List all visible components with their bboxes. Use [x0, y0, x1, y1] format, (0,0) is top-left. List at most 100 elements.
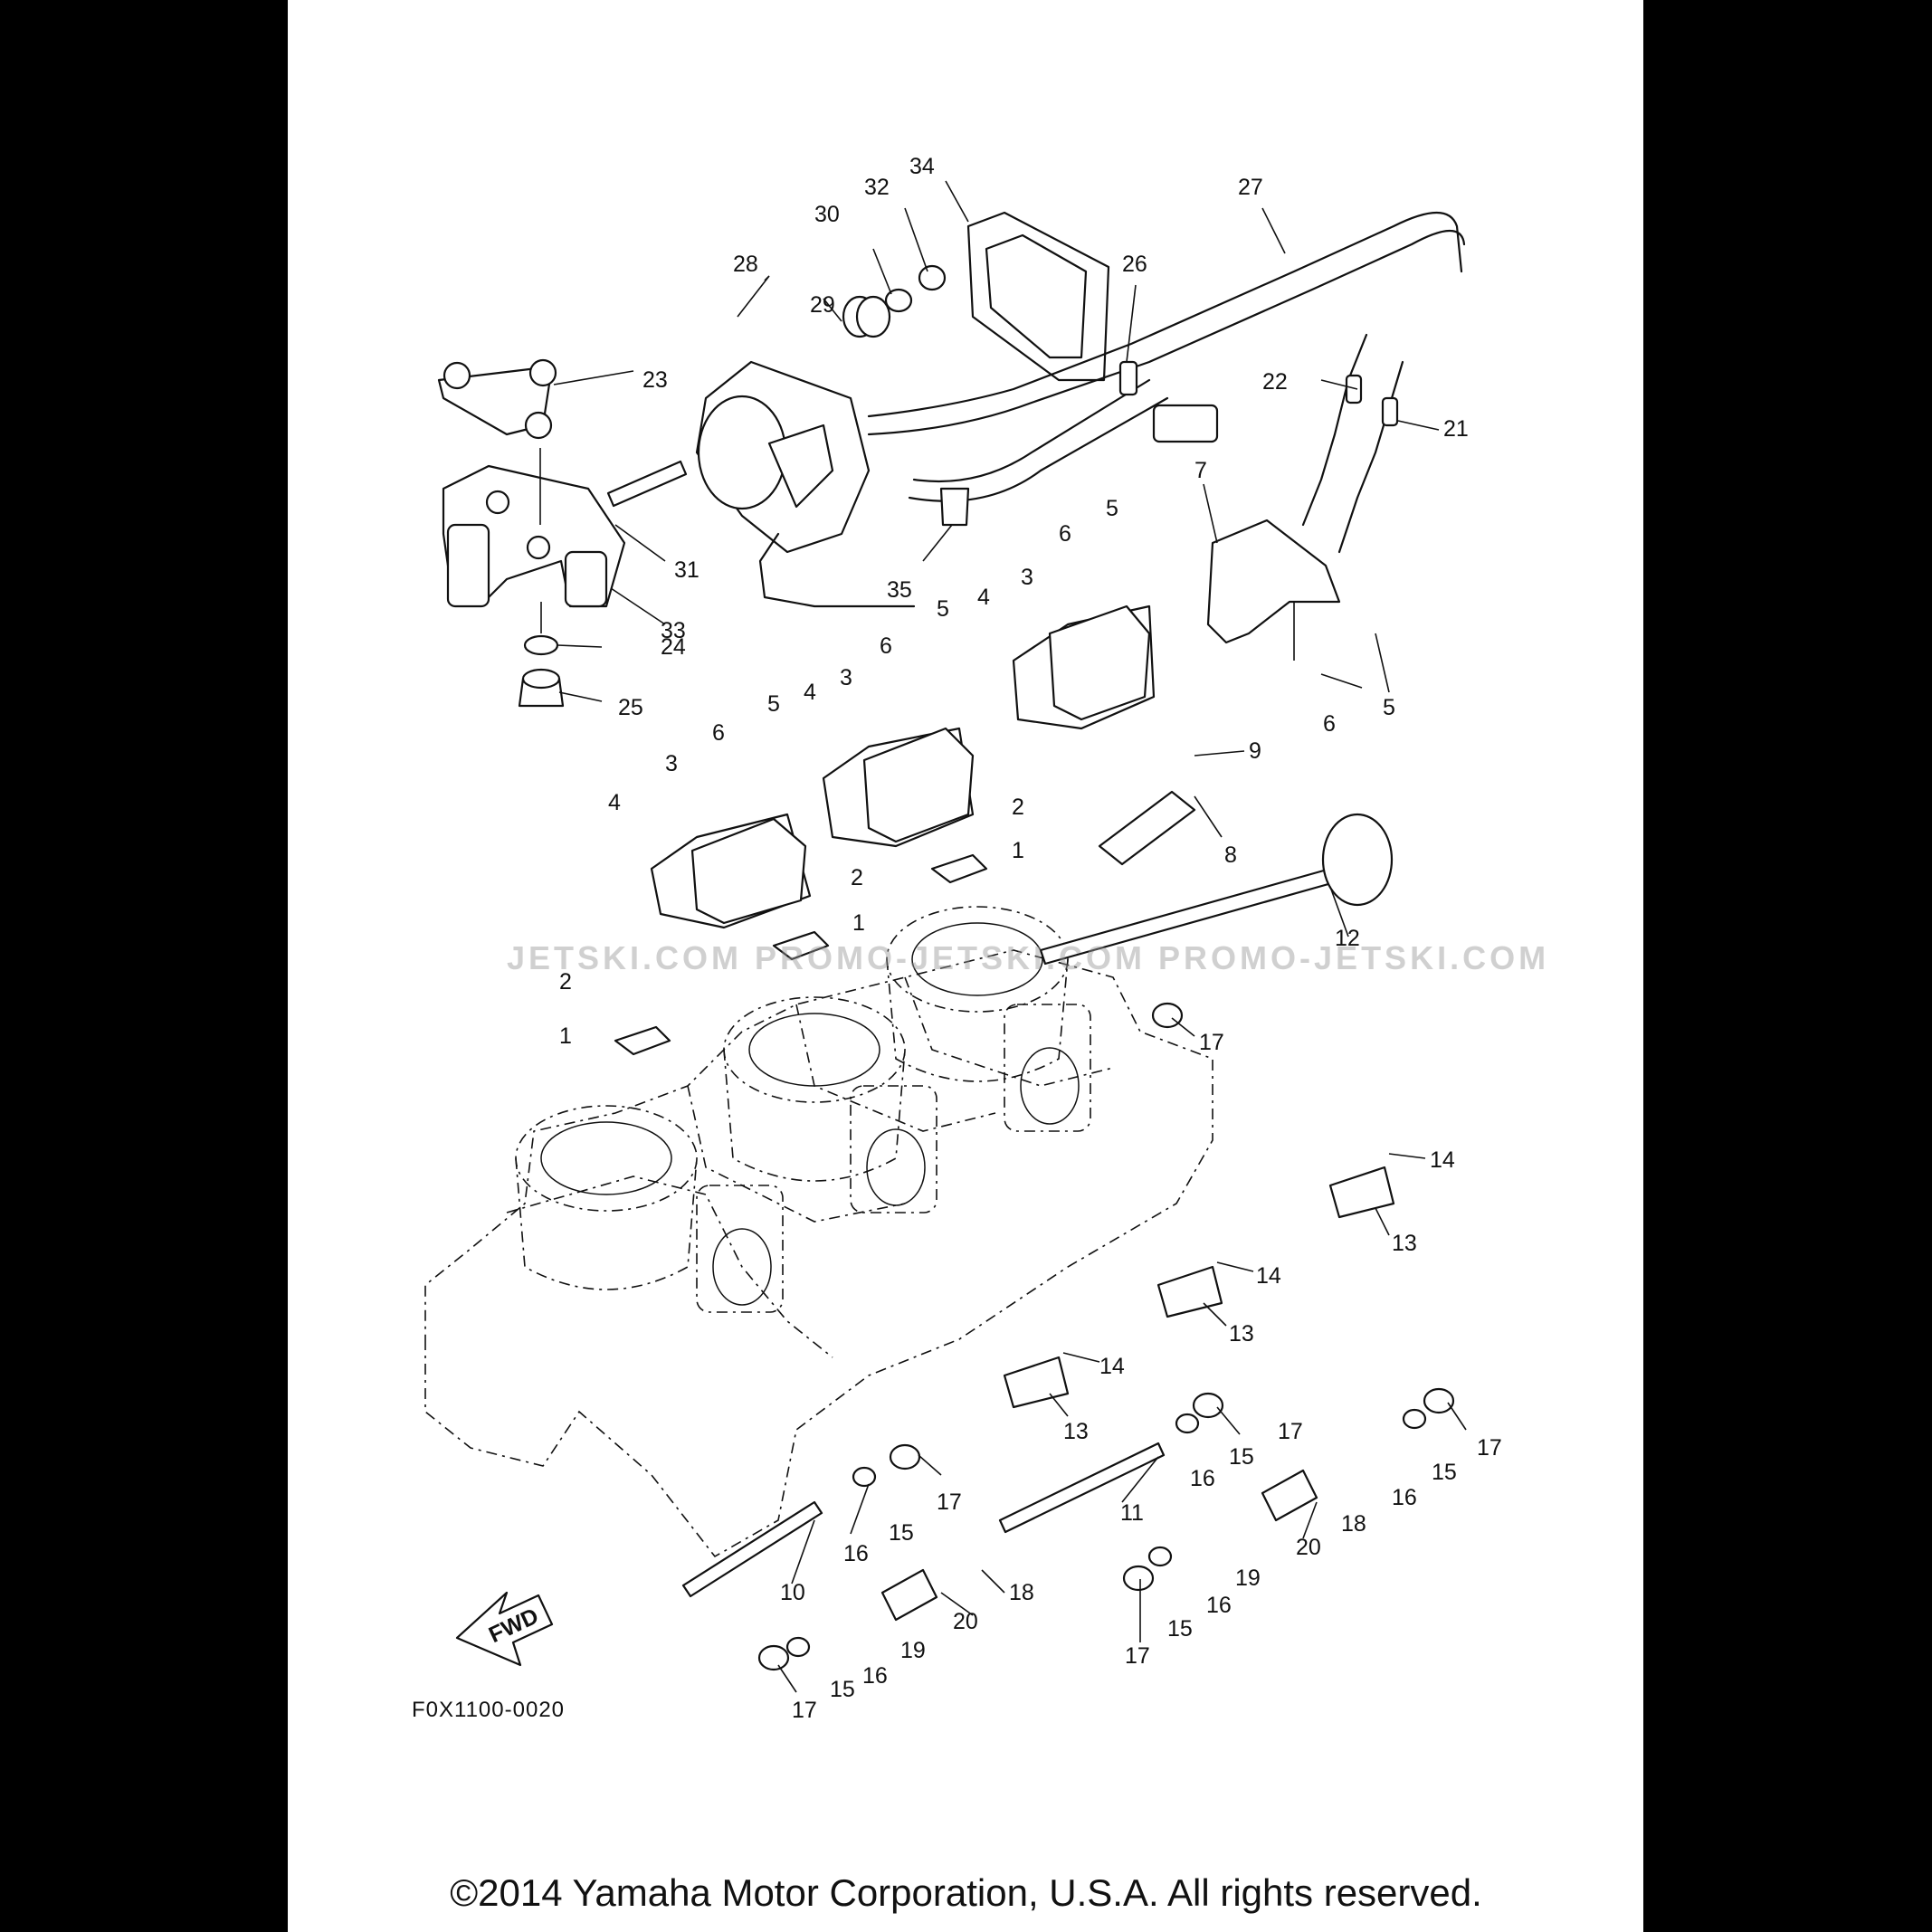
callout-16b: 16 [1392, 1485, 1417, 1510]
callout-2b: 2 [851, 865, 863, 890]
washers-15-17 [757, 1002, 1455, 1671]
callout-2a: 2 [1012, 795, 1024, 820]
callout-17e: 17 [937, 1489, 962, 1515]
callout-19a: 19 [1235, 1566, 1261, 1591]
clamp-35 [939, 487, 970, 527]
nut-25 [518, 668, 565, 708]
callout-16e: 16 [862, 1663, 888, 1689]
callout-6c: 6 [880, 633, 892, 659]
callout-25: 25 [618, 695, 643, 720]
callout-19b: 19 [900, 1638, 926, 1663]
callout-16d: 16 [843, 1541, 869, 1566]
copyright-notice: ©2014 Yamaha Motor Corporation, U.S.A. A… [450, 1871, 1482, 1914]
callout-3b: 3 [840, 665, 852, 690]
engine-block-outline [424, 906, 1213, 1558]
servo-motor-28 [695, 360, 916, 608]
callout-11: 11 [1120, 1500, 1144, 1526]
callout-23: 23 [642, 367, 668, 393]
leader-lines [539, 180, 1467, 1693]
callout-1a: 1 [1012, 838, 1024, 863]
shaft-11 [998, 1442, 1166, 1534]
callout-15c: 15 [1167, 1616, 1193, 1642]
cables-21-22-27 [867, 211, 1466, 554]
callout-22: 22 [1262, 369, 1288, 395]
callout-6d: 6 [712, 720, 725, 746]
shaft-10 [681, 1500, 823, 1598]
callout-17f: 17 [792, 1698, 817, 1723]
watermark: JETSKI.COM PROMO-JETSKI.COM PROMO-JETSKI… [507, 939, 1550, 976]
callout-3c: 3 [665, 751, 678, 776]
callout-29: 29 [810, 292, 835, 318]
callout-18a: 18 [1341, 1511, 1366, 1537]
collars-20 [880, 1469, 1318, 1622]
callout-31: 31 [674, 557, 700, 583]
stud-31 [606, 460, 688, 508]
callout-14b: 14 [1256, 1263, 1281, 1289]
callout-14c: 14 [1099, 1354, 1125, 1379]
callout-5b: 5 [1383, 695, 1395, 720]
cover-34 [966, 211, 1110, 382]
callout-15d: 15 [889, 1520, 914, 1546]
callout-17b: 17 [1278, 1419, 1303, 1444]
callout-8: 8 [1224, 842, 1237, 868]
exhaust-cover-row-right [1012, 604, 1156, 730]
clamp-1-row [614, 853, 988, 1056]
callout-17c: 17 [1477, 1435, 1502, 1461]
callout-24: 24 [661, 634, 686, 660]
callout-17d: 17 [1125, 1643, 1150, 1669]
callout-1b: 1 [852, 910, 865, 936]
callout-12: 12 [1335, 926, 1360, 951]
bracket-33 [442, 464, 626, 608]
callout-33: 33 [661, 618, 686, 643]
callout-27: 27 [1238, 175, 1263, 200]
callout-15e: 15 [830, 1677, 855, 1702]
callout-numbers: 23 24 25 33 31 28 29 30 32 34 26 27 22 2… [559, 154, 1502, 1723]
callout-5c: 5 [937, 596, 949, 622]
callout-5a: 5 [1106, 496, 1118, 521]
callout-35: 35 [887, 577, 912, 603]
callout-2c: 2 [559, 969, 572, 995]
callout-26: 26 [1122, 252, 1147, 277]
callout-10: 10 [780, 1580, 805, 1605]
callout-16c: 16 [1206, 1593, 1232, 1618]
washer-24 [523, 634, 559, 656]
callout-15a: 15 [1229, 1444, 1254, 1470]
callout-13a: 13 [1392, 1231, 1417, 1256]
sensor-8 [1098, 790, 1196, 866]
grommet-29 [842, 295, 891, 338]
nut-32 [918, 264, 947, 291]
clip-26 [1118, 360, 1138, 396]
valve-holders-13 [1003, 1166, 1395, 1409]
callout-13c: 13 [1063, 1419, 1089, 1444]
callout-20b: 20 [953, 1609, 978, 1634]
bracket-7 [1206, 519, 1341, 644]
callout-9: 9 [1249, 738, 1261, 764]
bracket-23 [437, 358, 557, 440]
exhaust-cover-row-middle [822, 727, 975, 848]
exhaust-valve-shaft-12 [1039, 813, 1394, 966]
callout-7: 7 [1194, 458, 1207, 483]
callout-1c: 1 [559, 1023, 572, 1049]
washer-30 [884, 288, 913, 313]
callout-17a: 17 [1199, 1030, 1224, 1055]
callout-30: 30 [814, 202, 840, 227]
callout-14a: 14 [1430, 1147, 1455, 1173]
callout-13b: 13 [1229, 1321, 1254, 1347]
callout-28: 28 [733, 252, 758, 277]
callout-6b: 6 [1323, 711, 1336, 737]
fwd-arrow: FWD [455, 1591, 554, 1667]
callout-4a: 4 [977, 585, 990, 610]
callout-16a: 16 [1190, 1466, 1215, 1491]
callout-3a: 3 [1021, 565, 1033, 590]
figure-code: F0X1100-0020 [412, 1698, 566, 1722]
callout-34: 34 [909, 154, 935, 179]
callout-15b: 15 [1432, 1460, 1457, 1485]
callout-4c: 4 [608, 790, 621, 815]
callout-5d: 5 [767, 691, 780, 717]
callout-32: 32 [864, 175, 890, 200]
callout-18b: 18 [1009, 1580, 1034, 1605]
callout-21: 21 [1443, 416, 1469, 442]
exhaust-cover-row-left [650, 813, 812, 929]
callout-20a: 20 [1296, 1535, 1321, 1560]
